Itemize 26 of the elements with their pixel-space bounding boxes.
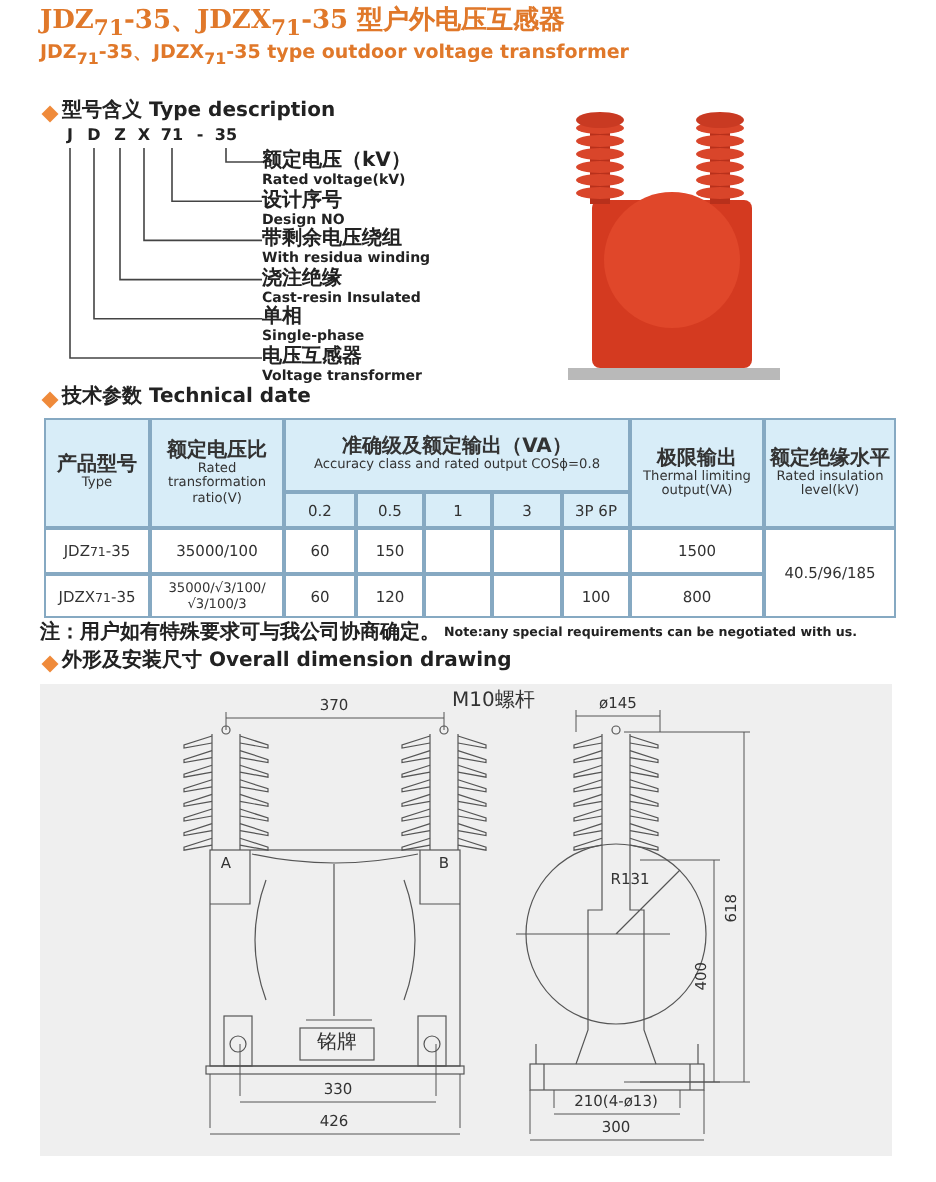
- part-label: M10螺杆: [452, 690, 535, 712]
- leader-line: [143, 147, 263, 242]
- section-heading: 型号含义 Type description: [62, 100, 336, 122]
- leader-line: [171, 147, 263, 202]
- leader-line: [119, 147, 263, 281]
- title: JDZ$_{71}$-35、JDZX$_{71}$-35 型户外电压互感器: [40, 8, 566, 41]
- header-text: 产品型号: [57, 454, 137, 477]
- leader-line: [93, 147, 263, 320]
- code-character: -: [196, 128, 204, 146]
- section-heading: 外形及安装尺寸 Overall dimension drawing: [62, 650, 512, 672]
- header-text: 额定电压比: [167, 440, 267, 463]
- nameplate-label: 铭牌: [317, 1032, 357, 1054]
- section-heading: 技术参数 Technical date: [62, 386, 311, 408]
- code-character: 35: [214, 128, 238, 146]
- subtitle: JDZ$_{71}$-35、JDZX$_{71}$-35 type outdoor voltage transformer: [40, 44, 629, 70]
- leader-line: [225, 147, 263, 163]
- header-text: 准确级及额定输出（VA）: [342, 436, 572, 459]
- code-character: D: [82, 128, 106, 146]
- code-character: 71: [160, 128, 184, 146]
- leader-line: [69, 147, 263, 359]
- header-text: 额定绝缘水平: [770, 447, 890, 470]
- header-text: 极限输出: [657, 447, 737, 470]
- note-text: 注：用户如有特殊要求可与我公司协商确定。: [40, 622, 440, 644]
- code-character: Z: [108, 128, 132, 146]
- code-character: J: [58, 128, 82, 146]
- code-character: X: [132, 128, 156, 146]
